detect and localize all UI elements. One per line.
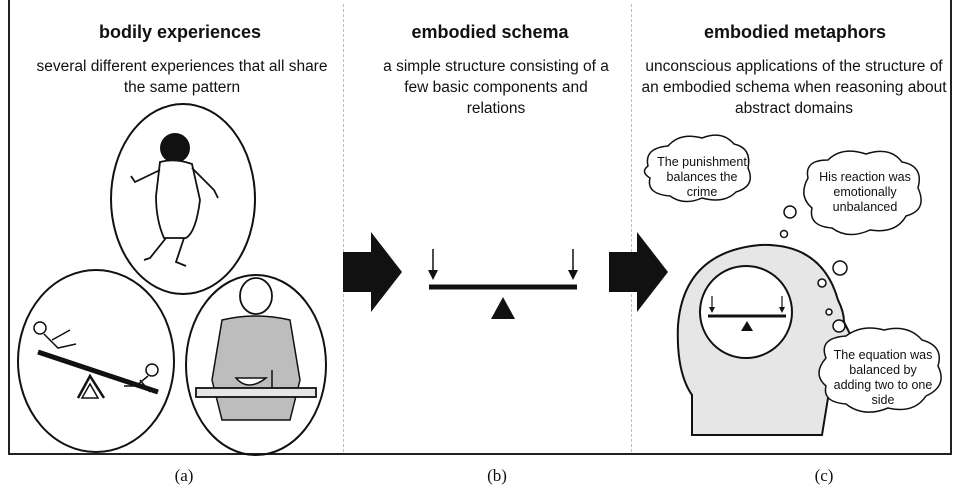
head-profile-icon <box>676 243 860 436</box>
panel-b-title: embodied schema <box>411 22 569 42</box>
figure-frame <box>8 0 952 455</box>
waiter-tray-icon <box>185 274 327 456</box>
divider-left <box>343 4 344 452</box>
caption-a: (a) <box>174 466 194 485</box>
panel-a-title: bodily experiences <box>98 22 262 42</box>
divider-right <box>631 4 632 452</box>
thought-bubble-trail <box>779 205 848 333</box>
panel-c-title: embodied metaphors <box>703 22 887 42</box>
balance-schema-icon <box>428 249 578 319</box>
seesaw-children-icon <box>17 269 175 453</box>
panel-a-description: several different experiences that all s… <box>36 58 328 96</box>
thought-bubble-2 <box>803 150 922 236</box>
thought-bubble-3 <box>818 327 942 413</box>
thought-bubble-text-1: The punishment balances the crime <box>657 155 747 199</box>
right-arrow-icon <box>609 232 668 312</box>
thought-bubble-text-3: The equation was balanced by adding two … <box>833 348 933 407</box>
thought-bubble-1 <box>643 134 751 203</box>
caption-c: (c) <box>814 466 834 485</box>
thought-bubble-text-2: His reaction was emotionally unbalanced <box>819 170 911 214</box>
panel-b-description: a simple structure consisting of a few b… <box>383 58 609 117</box>
panel-c-description: unconscious applications of the structur… <box>641 58 947 117</box>
toddler-icon <box>110 103 256 295</box>
caption-b: (b) <box>487 466 507 485</box>
right-arrow-icon <box>343 232 402 312</box>
